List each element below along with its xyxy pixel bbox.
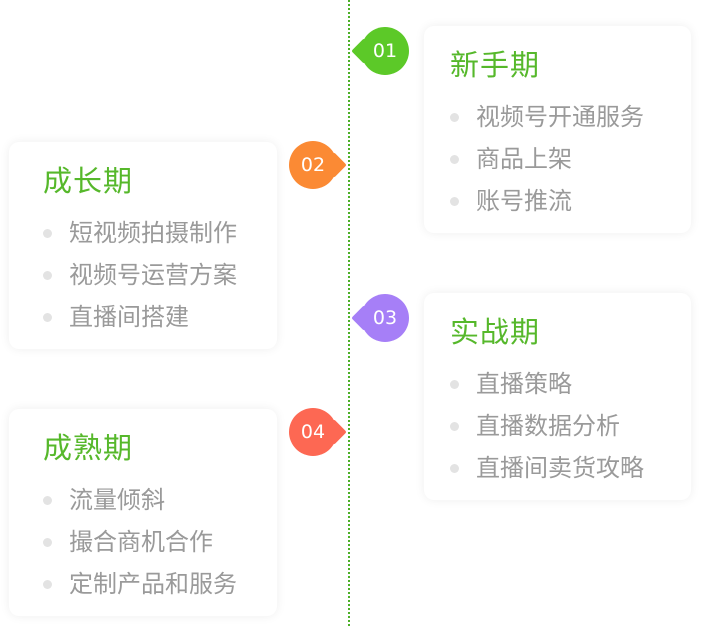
bullet-dot	[450, 197, 459, 206]
list-item: 定制产品和服务	[43, 563, 277, 605]
bullet-dot	[43, 496, 52, 505]
list-item: 直播数据分析	[450, 405, 691, 447]
stage-item-list: 视频号开通服务 商品上架 账号推流	[450, 96, 691, 222]
stage-item-list: 短视频拍摄制作 视频号运营方案 直播间搭建	[43, 212, 277, 338]
list-item: 商品上架	[450, 138, 691, 180]
item-label: 商品上架	[476, 145, 572, 173]
item-label: 账号推流	[476, 187, 572, 215]
stage-card-04: 成熟期 流量倾斜 撮合商机合作 定制产品和服务	[9, 409, 277, 616]
item-label: 流量倾斜	[69, 486, 165, 514]
stage-item-list: 直播策略 直播数据分析 直播间卖货攻略	[450, 363, 691, 489]
stage-title: 成长期	[43, 164, 134, 198]
stage-marker-01: 01	[361, 27, 409, 75]
stage-card-03: 实战期 直播策略 直播数据分析 直播间卖货攻略	[424, 293, 691, 500]
bullet-dot	[43, 271, 52, 280]
list-item: 视频号运营方案	[43, 254, 277, 296]
stage-marker-03: 03	[361, 294, 409, 342]
stage-marker-04: 04	[289, 408, 337, 456]
timeline-line	[348, 0, 350, 626]
item-label: 视频号开通服务	[476, 103, 644, 131]
bullet-dot	[43, 229, 52, 238]
stage-title: 新手期	[450, 48, 541, 82]
item-label: 定制产品和服务	[69, 570, 237, 598]
stage-card-02: 成长期 短视频拍摄制作 视频号运营方案 直播间搭建	[9, 142, 277, 349]
item-label: 直播策略	[476, 370, 572, 398]
stage-card-01: 新手期 视频号开通服务 商品上架 账号推流	[424, 26, 691, 233]
bullet-dot	[450, 422, 459, 431]
list-item: 直播间搭建	[43, 296, 277, 338]
stage-number: 01	[372, 40, 398, 62]
stage-title: 成熟期	[43, 431, 134, 465]
bullet-dot	[450, 155, 459, 164]
stage-title: 实战期	[450, 315, 541, 349]
stage-number: 04	[300, 421, 326, 443]
stage-marker-02: 02	[289, 141, 337, 189]
item-label: 直播数据分析	[476, 412, 620, 440]
list-item: 直播策略	[450, 363, 691, 405]
bullet-dot	[43, 580, 52, 589]
list-item: 直播间卖货攻略	[450, 447, 691, 489]
item-label: 直播间搭建	[69, 303, 189, 331]
item-label: 撮合商机合作	[69, 528, 213, 556]
list-item: 撮合商机合作	[43, 521, 277, 563]
item-label: 视频号运营方案	[69, 261, 237, 289]
bullet-dot	[450, 380, 459, 389]
bullet-dot	[43, 313, 52, 322]
item-label: 直播间卖货攻略	[476, 454, 644, 482]
list-item: 流量倾斜	[43, 479, 277, 521]
stage-number: 03	[372, 307, 398, 329]
list-item: 短视频拍摄制作	[43, 212, 277, 254]
stage-number: 02	[300, 154, 326, 176]
list-item: 账号推流	[450, 180, 691, 222]
list-item: 视频号开通服务	[450, 96, 691, 138]
bullet-dot	[450, 113, 459, 122]
bullet-dot	[450, 464, 459, 473]
bullet-dot	[43, 538, 52, 547]
item-label: 短视频拍摄制作	[69, 219, 237, 247]
stage-item-list: 流量倾斜 撮合商机合作 定制产品和服务	[43, 479, 277, 605]
